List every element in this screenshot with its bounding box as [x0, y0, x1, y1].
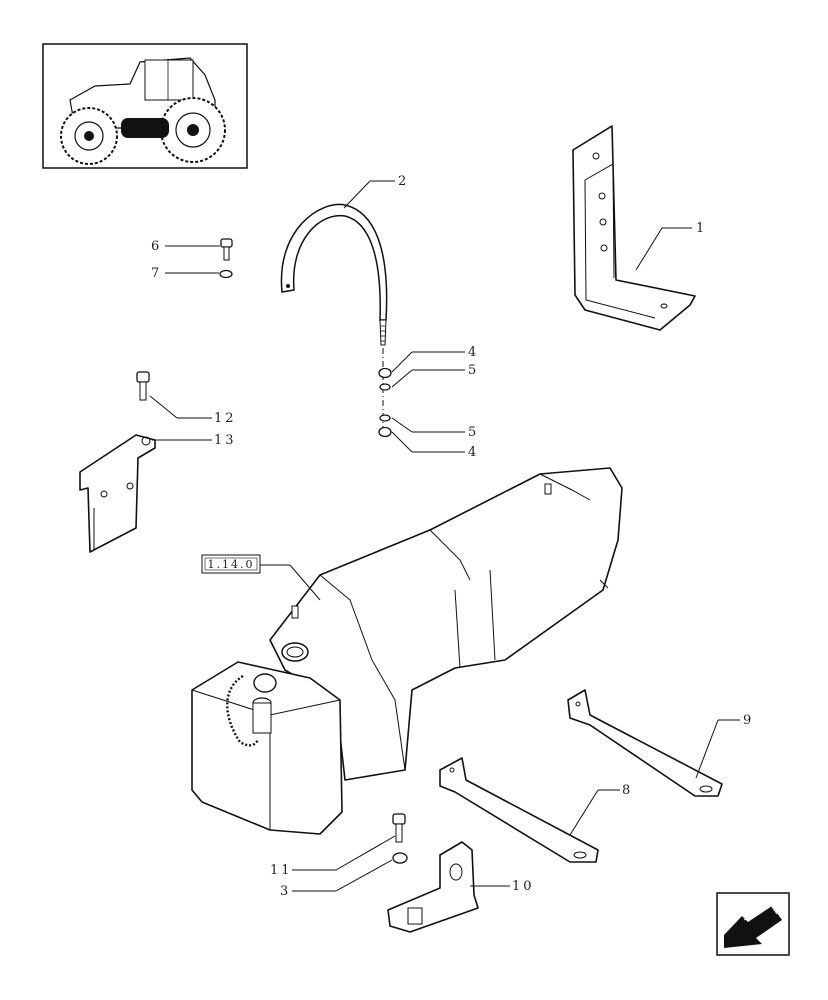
- bolt-part-12: [136, 371, 150, 401]
- bracket-part-10: [387, 841, 479, 933]
- tractor-thumbnail-icon[interactable]: [42, 43, 248, 169]
- bolt-part-6: [219, 238, 233, 279]
- callout-7: 7: [151, 266, 162, 281]
- auxiliary-tank: [191, 661, 343, 835]
- bracket-part-1: [572, 125, 696, 331]
- callout-9: 9: [743, 713, 754, 728]
- callout-4b: 4: [468, 445, 479, 460]
- callout-11: 11: [270, 863, 293, 878]
- strap-part-9: [567, 689, 723, 797]
- callout-5b: 5: [468, 425, 479, 440]
- back-arrow-icon[interactable]: [716, 892, 790, 956]
- reference-box[interactable]: 1.14.0: [201, 554, 261, 574]
- callout-12: 12: [214, 411, 237, 426]
- bolt-part-11: [392, 813, 408, 864]
- callout-13: 13: [214, 433, 237, 448]
- callout-6: 6: [151, 239, 162, 254]
- strap-part-2: [280, 203, 388, 430]
- strap-part-8: [439, 757, 599, 863]
- callout-5a: 5: [468, 363, 479, 378]
- callout-2: 2: [398, 174, 409, 189]
- reference-box-label: 1.14.0: [208, 558, 255, 571]
- callout-10: 10: [512, 879, 535, 894]
- callout-3: 3: [280, 884, 291, 899]
- callout-4a: 4: [468, 345, 479, 360]
- callout-8: 8: [622, 783, 633, 798]
- nuts-and-washers: [378, 367, 392, 438]
- leader-lines: [149, 180, 740, 892]
- callout-1: 1: [696, 221, 707, 236]
- bracket-part-13: [79, 434, 156, 553]
